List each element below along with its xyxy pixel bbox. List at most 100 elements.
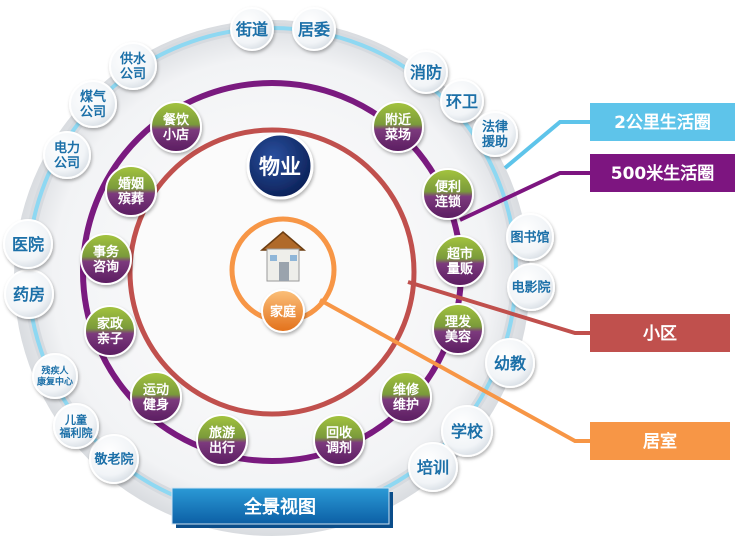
property-node[interactable]: 物业: [246, 132, 314, 200]
node-chaoshi-label: 量贩: [447, 261, 474, 277]
node-bianli-label: 连锁: [435, 194, 461, 210]
property-label: 物业: [259, 155, 301, 179]
node-huanwei-label: 环卫: [446, 92, 478, 111]
node-yundong-label: 运动: [143, 383, 169, 398]
node-xuexiao-label: 学校: [451, 422, 484, 441]
node-chaoshi-label: 超市: [447, 246, 473, 262]
node-shiwu-label: 事务: [93, 244, 120, 260]
node-fujin-label: 菜场: [384, 127, 411, 143]
node-huanwei[interactable]: 环卫: [440, 79, 484, 123]
node-huishou-label: 调剂: [326, 440, 352, 456]
node-juwei-label: 居委: [298, 20, 331, 39]
node-jinglaoyuan[interactable]: 敬老院: [89, 434, 139, 484]
node-ertong-label: 儿童: [64, 412, 87, 426]
node-jiazheng-label: 家政: [97, 316, 124, 332]
node-lvyou-label: 旅游: [209, 425, 235, 441]
node-dianli-label: 公司: [54, 156, 80, 171]
node-jiedao-label: 街道: [235, 20, 268, 39]
node-yiyuan-label: 医院: [12, 235, 44, 254]
legend-2km-label: 2公里生活圈: [614, 112, 711, 133]
node-shiwu-label: 咨询: [93, 259, 119, 275]
legend-500m: 500米生活圈: [590, 154, 735, 192]
legend-community: 小区: [590, 314, 730, 352]
node-dianyingyuan[interactable]: 电影院: [507, 263, 555, 311]
node-canyin-label: 小店: [163, 127, 189, 143]
leader-community: [407, 280, 590, 335]
node-gongshui-label: 公司: [120, 67, 146, 82]
leader-lines: [319, 120, 590, 443]
node-yundong-label: 健身: [143, 397, 169, 413]
node-canyin-label: 餐饮: [162, 112, 190, 128]
node-tushuguan-label: 图书馆: [510, 230, 549, 246]
home-node[interactable]: 家庭: [261, 289, 305, 333]
leader-500m: [459, 171, 590, 222]
node-tushuguan[interactable]: 图书馆: [506, 213, 554, 261]
panorama-view-button[interactable]: 全景视图: [171, 487, 393, 528]
node-peixun-label: 培训: [417, 458, 449, 477]
node-falv-label: 援助: [482, 134, 508, 150]
node-yaofang-label: 药房: [13, 285, 45, 304]
inner-service-nodes: 餐饮小店附近菜场便利连锁超市量贩理发美容维修维护回收调剂旅游出行运动健身家政亲子…: [80, 101, 486, 466]
node-youjiao-label: 幼教: [494, 354, 527, 373]
house-icon: [259, 231, 307, 282]
node-weixiu-label: 维修: [393, 382, 420, 398]
node-hunyin-label: 婚姻: [118, 176, 144, 192]
node-hunyin-label: 殡葬: [118, 191, 144, 207]
legend-home-label: 居室: [643, 431, 677, 452]
node-meiqi-label: 煤气: [80, 89, 106, 105]
node-falv-label: 法律: [482, 119, 508, 135]
node-canjiren-label: 残疾人: [41, 365, 69, 377]
legend-community-label: 小区: [643, 324, 677, 344]
node-yaofang[interactable]: 药房: [4, 269, 54, 319]
leader-2km: [503, 120, 590, 170]
legend-500m-label: 500米生活圈: [611, 163, 715, 184]
node-xiaofang[interactable]: 消防: [404, 50, 448, 94]
node-gongshui-label: 供水: [119, 51, 147, 67]
home-label: 家庭: [270, 304, 297, 320]
node-yiyuan[interactable]: 医院: [3, 219, 53, 269]
node-lifa-label: 美容: [445, 329, 471, 345]
node-lifa-label: 理发: [445, 314, 472, 330]
panorama-label: 全景视图: [243, 496, 316, 518]
node-huishou-label: 回收: [326, 425, 353, 441]
legend-home: 居室: [590, 422, 730, 460]
node-jiedao[interactable]: 街道: [230, 7, 274, 51]
node-juwei[interactable]: 居委: [292, 7, 336, 51]
node-xuexiao[interactable]: 学校: [441, 405, 493, 457]
node-ertong-label: 福利院: [59, 425, 93, 439]
node-jinglaoyuan-label: 敬老院: [93, 452, 133, 468]
node-lvyou-label: 出行: [209, 440, 235, 456]
node-xiaofang-label: 消防: [410, 63, 442, 82]
node-jiazheng-label: 亲子: [97, 331, 123, 347]
node-youjiao[interactable]: 幼教: [485, 338, 535, 388]
leader-home: [319, 298, 590, 443]
node-bianli-label: 便利: [435, 179, 461, 195]
node-fujin-label: 附近: [385, 112, 411, 128]
node-weixiu-label: 维护: [393, 397, 419, 413]
outer-service-nodes: 街道居委消防环卫法律援助图书馆电影院幼教学校培训敬老院儿童福利院残疾人康复中心药…: [3, 7, 555, 492]
node-dianli-label: 电力: [54, 140, 80, 156]
node-peixun[interactable]: 培训: [408, 442, 458, 492]
legend-2km: 2公里生活圈: [590, 103, 735, 141]
